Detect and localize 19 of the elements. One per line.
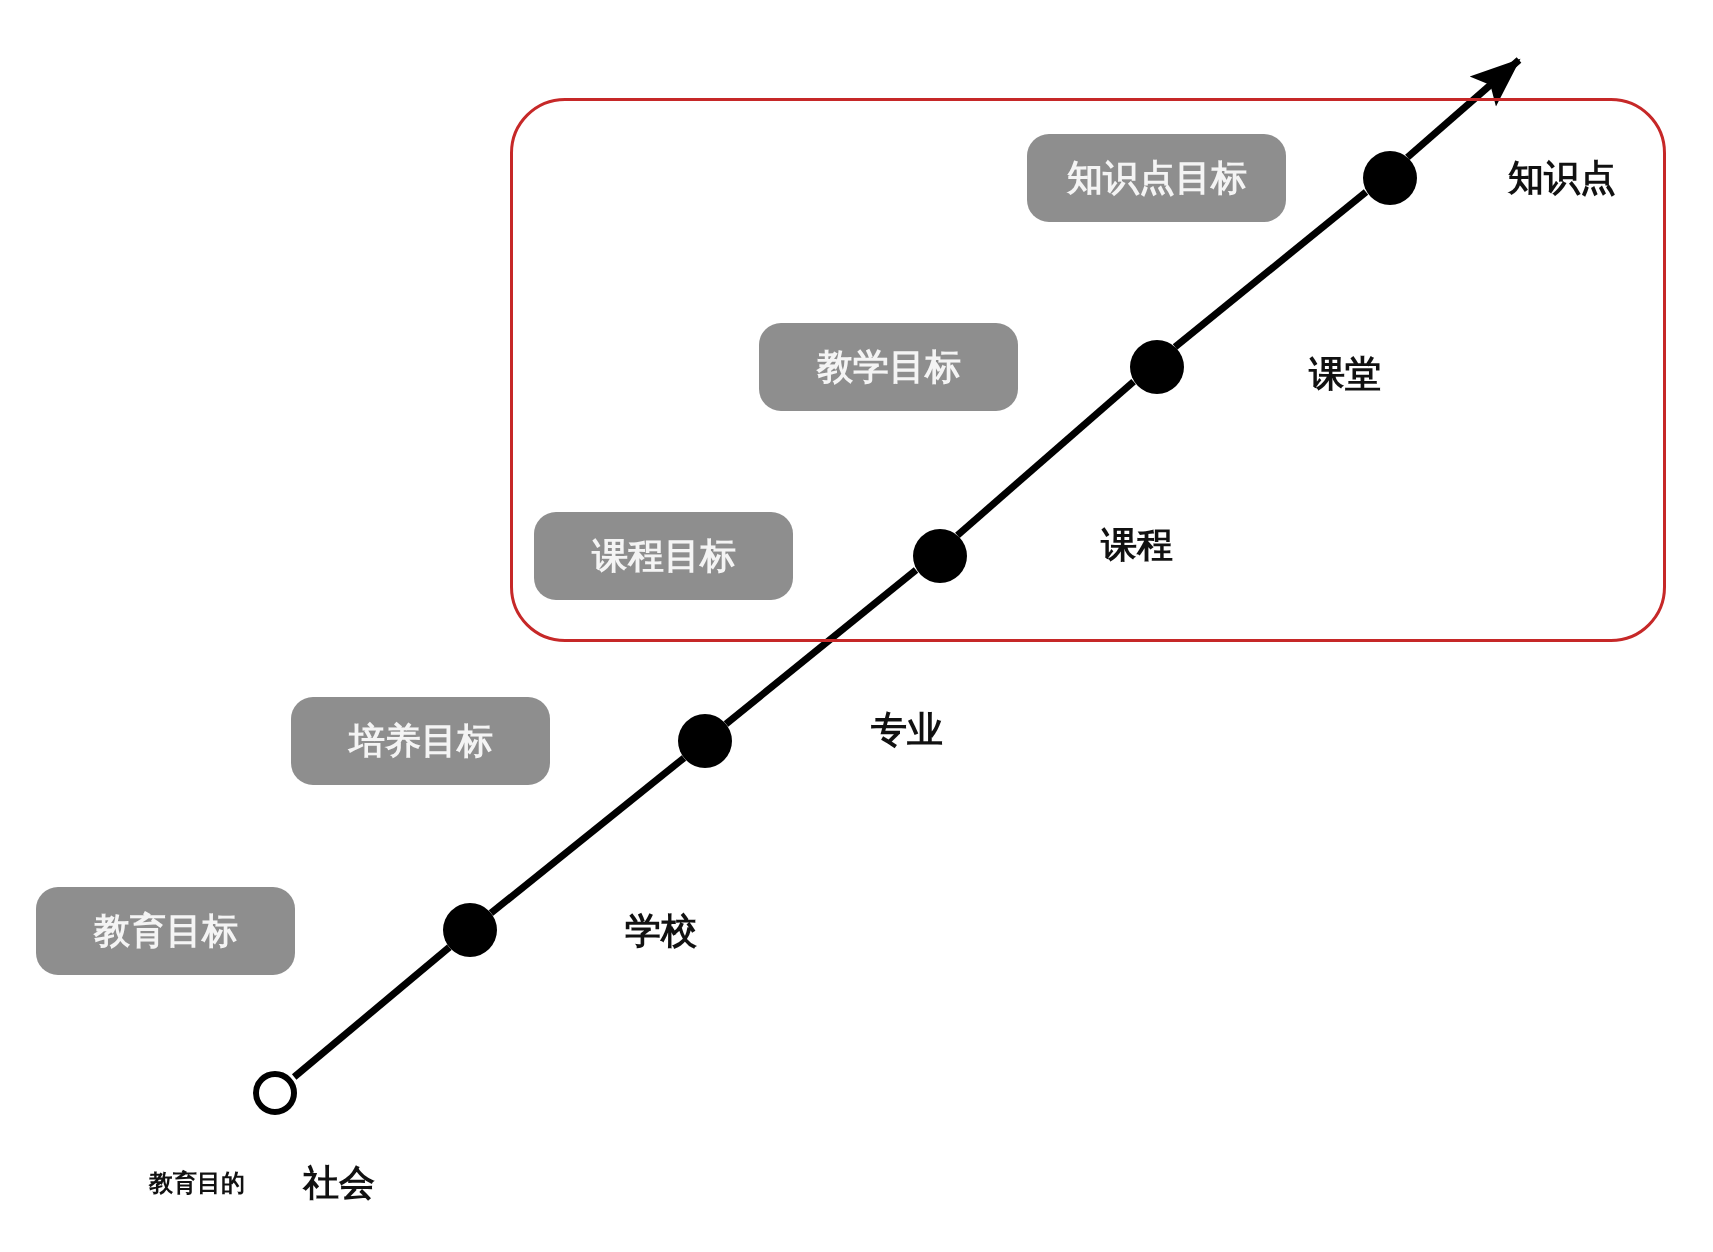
stage-label: 社会 — [303, 1160, 375, 1205]
highlight-frame — [510, 98, 1666, 642]
goal-box: 培养目标 — [291, 697, 550, 785]
connector-line — [291, 944, 452, 1080]
stage-label: 知识点 — [1508, 155, 1616, 200]
stage-label: 课程 — [1101, 522, 1173, 567]
arrow — [1405, 57, 1522, 160]
stage-label: 课堂 — [1309, 351, 1381, 396]
connector-line — [488, 755, 687, 916]
connector-line — [955, 379, 1136, 538]
stage-label: 学校 — [625, 908, 697, 953]
stage-label: 专业 — [871, 707, 943, 752]
goal-box: 课程目标 — [534, 512, 793, 600]
goal-box: 教育目标 — [36, 887, 295, 975]
connector-line — [723, 567, 919, 727]
goal-box: 知识点目标 — [1027, 134, 1286, 222]
stage-label: 教育目的 — [149, 1168, 245, 1199]
connector-line — [1172, 189, 1369, 350]
goal-box: 教学目标 — [759, 323, 1018, 411]
